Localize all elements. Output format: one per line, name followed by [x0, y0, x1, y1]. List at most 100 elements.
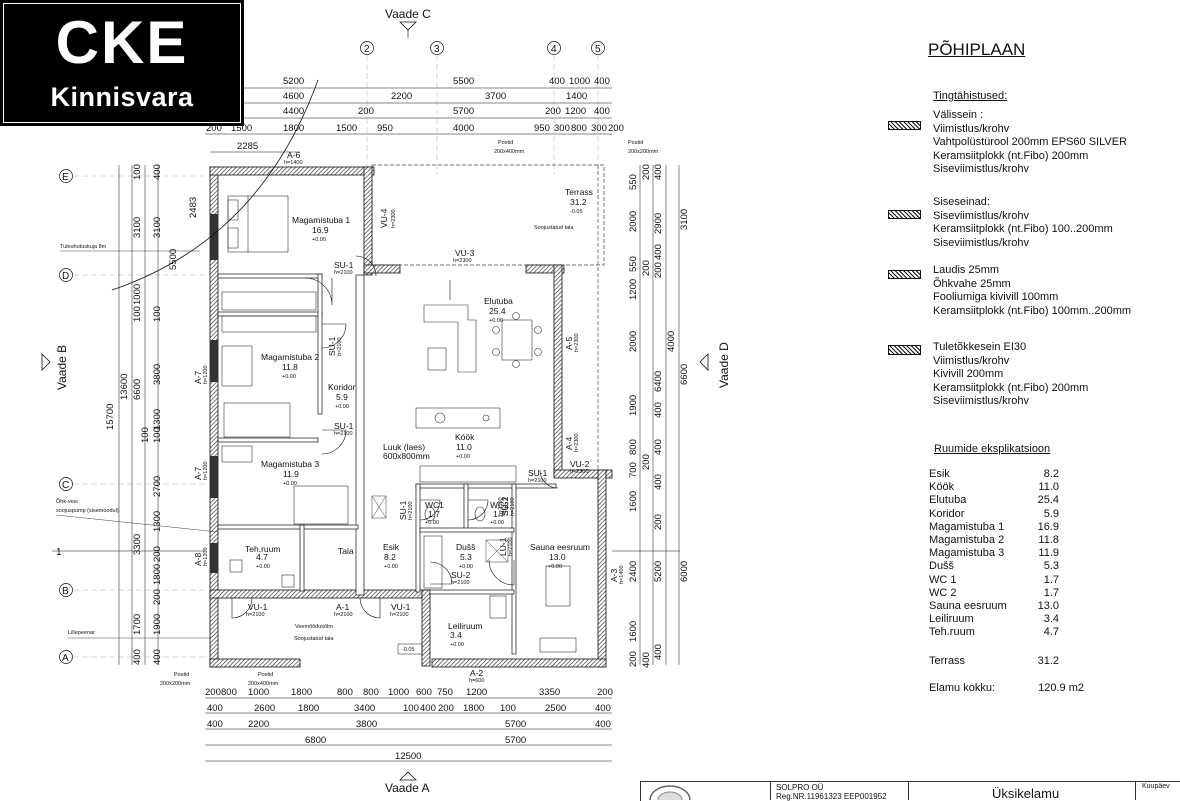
table-row: Leiliruum 3.4: [929, 613, 1059, 626]
label-vu3: VU-3: [455, 248, 475, 258]
doors: [231, 255, 559, 619]
dim-right4-0: 200: [641, 164, 652, 180]
room-level-mag2: +0.00: [282, 374, 296, 380]
dim-top4-4: 950: [377, 123, 393, 134]
dim-bottom5-0: 12500: [395, 751, 421, 762]
company-reg: Reg.NR.11961323 EEP001952: [776, 792, 887, 801]
label-a7ah: h=1200: [203, 365, 209, 384]
axis-bubble-5: [591, 41, 605, 55]
dim-left3-6: 3300: [132, 534, 143, 555]
legend-line: Siseviimistlus/krohv: [933, 395, 1029, 407]
label-vu1ah: h=2100: [246, 612, 265, 618]
legend-text-fire-wall: Tuletõkkesein EI30 Viimistlus/krohv Kivi…: [933, 341, 1088, 409]
legend-line: Välissein :: [933, 109, 984, 121]
dim-bottom1-4: 800: [337, 687, 353, 698]
label-lvl: -0.05: [402, 647, 415, 653]
dim-bottom2-10: 400: [595, 703, 611, 714]
terrace-row: Terrass 31.2: [929, 655, 1059, 667]
label-a2: A-2: [470, 668, 484, 678]
ceiling-hatch: [371, 495, 509, 563]
label-vu2h: h=2300: [570, 469, 589, 475]
dim-left4-11: 200: [152, 589, 163, 605]
view-b-arrow: [41, 353, 51, 371]
legend-line: Keramsiitplokk (nt.Fibo) 100..200mm: [933, 223, 1113, 235]
label-ohkvesi1: Õhk-vesi: [56, 498, 78, 505]
label-su1e: SU-1: [398, 500, 408, 520]
dim-right4-8: 200: [641, 454, 652, 470]
dim-top3-4: 1200: [565, 106, 586, 117]
dim-top1-1: 5500: [453, 76, 474, 87]
page-title: PÕHIPLAAN: [928, 40, 1026, 59]
room-area-leiliruum: 3.4: [450, 630, 462, 640]
legend-line: Kivivill 200mm: [933, 368, 1004, 380]
dim-right3-6: 800: [628, 439, 639, 455]
dim-right4-3: 400: [653, 402, 664, 418]
room-level-teh: +0.00: [256, 564, 270, 570]
room-name-terrass: Terrass: [565, 187, 593, 197]
logo-sub-text: Kinnisvara: [50, 82, 194, 112]
view-d-label: Vaade D: [717, 342, 731, 388]
label-postid3s: 200x200mm: [160, 681, 191, 687]
dim-left3-7: 1700: [132, 614, 143, 635]
title-block-company: SOLPRO OÜ Reg.NR.11961323 EEP001952: [776, 783, 887, 801]
label-postid1: Postid: [498, 140, 513, 146]
room-name: Koridor: [929, 507, 965, 520]
dim-left4-9: 200: [152, 546, 163, 562]
dim-top4-6: 950: [534, 123, 550, 134]
room-area-koridor: 5.9: [336, 392, 348, 402]
dim-bottom3-2: 3800: [356, 719, 377, 730]
axis-markers-top: 2 3 4 5: [360, 41, 605, 175]
dimension-text-left: 15700 13600 100 3100 5500 1000 100 6600 …: [105, 164, 179, 665]
label-postid2s: 200x200mm: [628, 149, 659, 155]
axis-bubble-2: [360, 41, 374, 55]
dim-right3-3: 1200: [628, 279, 639, 300]
rooms-table-heading: Ruumide eksplikatsioon: [934, 443, 1051, 455]
room-area: 3.4: [1043, 613, 1059, 626]
dim-top4-2: 1800: [283, 123, 304, 134]
legend-line: Keramsiitplokk (nt.Fibo) 200mm: [933, 149, 1089, 162]
room-name: Leiliruum: [929, 613, 974, 626]
room-area: 8.2: [1043, 468, 1059, 480]
dim-right4-5: 400: [653, 474, 664, 490]
axis-label-d: D: [62, 271, 69, 282]
title-block: [640, 781, 1180, 801]
label-su1dh: h=2100: [528, 478, 547, 484]
legend-text-exterior: Välissein : Viimistlus/krohv Vahtpolüstü…: [933, 109, 1127, 177]
dim-bottom2-7: 1800: [463, 703, 484, 714]
dim-bottom2-3: 3400: [354, 703, 375, 714]
dimension-text-right: 3100 6600 6000 400 2900 200 4000 6400 52…: [628, 164, 690, 668]
dim-top4-3: 1500: [336, 123, 357, 134]
axis-label-e: E: [62, 172, 69, 183]
label-a2h: h=600: [469, 678, 484, 684]
legend-line: Siseseinad:: [933, 196, 990, 208]
label-lu1: LU-1: [498, 537, 508, 556]
label-su1f: SU-1: [500, 496, 510, 516]
label-a5: A-5: [564, 337, 574, 351]
dim-bottom2-1: 2600: [254, 703, 275, 714]
label-vu4h: h=2300: [391, 209, 397, 228]
label-a5h: h=2300: [574, 333, 580, 352]
dim-bottom1-5: 800: [363, 687, 379, 698]
dim-top4-8: 800: [571, 123, 587, 134]
room-area: 5.3: [1043, 560, 1059, 573]
room-area-duss: 5.3: [460, 552, 472, 562]
label-vu1bh: h=2100: [390, 612, 409, 618]
terrace-name: Terrass: [929, 655, 966, 667]
level-box: [397, 643, 423, 655]
label-su1c: SU-1: [334, 421, 354, 431]
legend-line: Viimistlus/krohv: [933, 354, 1010, 367]
dim-left3-5: 6600: [132, 379, 143, 400]
dim-left4-2: 100: [152, 306, 163, 322]
dim-right3-4: 2000: [628, 331, 639, 352]
dim-right4-4: 400: [653, 439, 664, 455]
title-block-divider: [1135, 781, 1136, 800]
axis-label-5: 5: [595, 44, 601, 55]
logo-main-text: CKE: [55, 9, 189, 76]
dim-left3-3: 1000: [132, 284, 143, 305]
room-level-terrass: -0.05: [570, 209, 583, 215]
dim-left4-0: 400: [152, 164, 163, 180]
room-area-mag1: 16.9: [312, 225, 329, 235]
